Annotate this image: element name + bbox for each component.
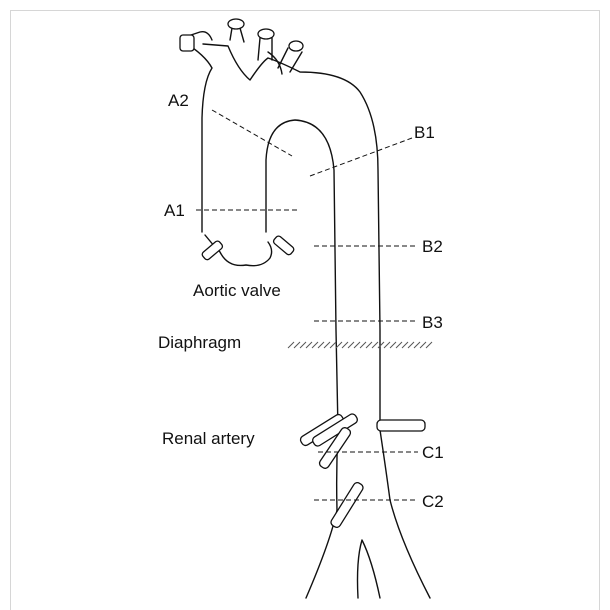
label-renal-artery: Renal artery — [162, 429, 255, 448]
aorta-outline — [184, 42, 430, 598]
label-b2: B2 — [422, 237, 443, 256]
diaphragm-hatch — [288, 342, 432, 348]
coronary-branches — [201, 235, 295, 261]
renal-branches — [299, 413, 425, 529]
leader-a2 — [212, 110, 292, 156]
leader-b1 — [310, 138, 412, 176]
label-b3: B3 — [422, 313, 443, 332]
label-a1: A1 — [164, 201, 185, 220]
label-diaphragm: Diaphragm — [158, 333, 241, 352]
label-aortic-valve: Aortic valve — [193, 281, 281, 300]
label-c1: C1 — [422, 443, 444, 462]
label-b1: B1 — [414, 123, 435, 142]
label-a2: A2 — [168, 91, 189, 110]
label-c2: C2 — [422, 492, 444, 511]
